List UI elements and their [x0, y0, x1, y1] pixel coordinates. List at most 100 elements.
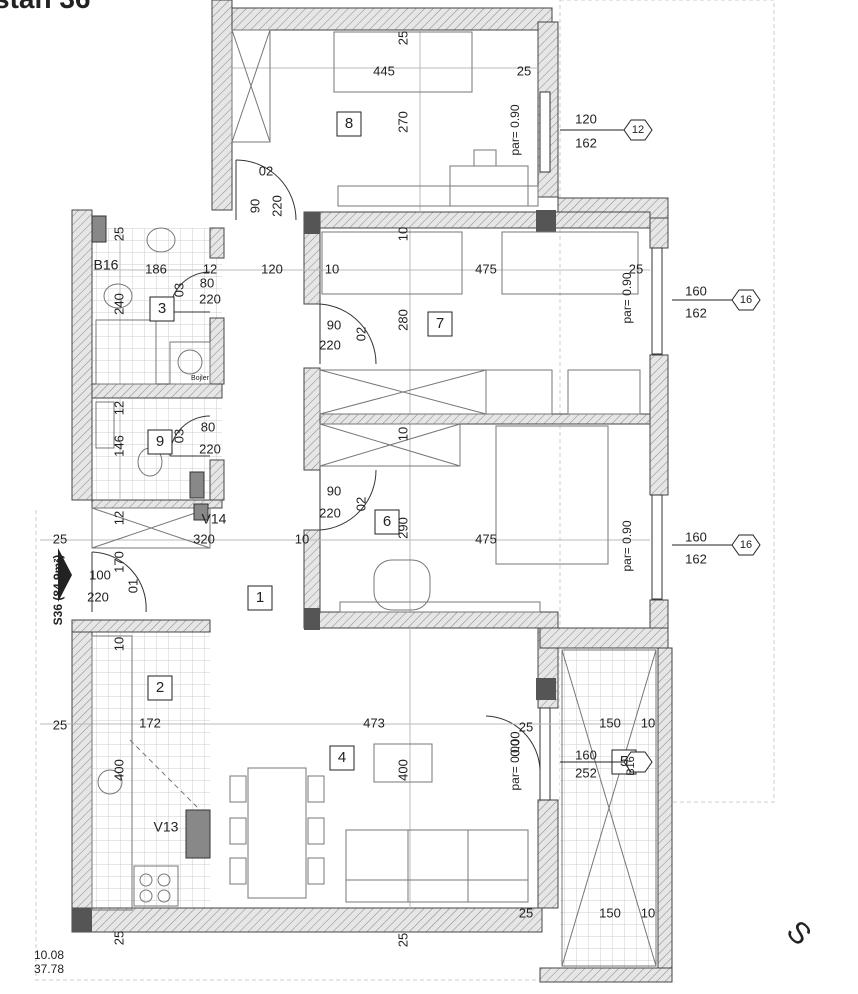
dimension-label: 80 — [200, 275, 214, 290]
dimension-label: 10 — [111, 637, 126, 651]
dimension-label: 100 — [89, 567, 111, 582]
window-parapet-label: par= 0.90 — [620, 520, 634, 571]
dimension-label: 475 — [475, 531, 497, 546]
level-mark: 37.78 — [34, 962, 64, 976]
dimension-label: 146 — [111, 435, 126, 457]
dimension-label: 473 — [363, 715, 385, 730]
window-tag: 12 — [632, 124, 644, 136]
fixture-label: B16 — [625, 756, 637, 776]
dimension-label: 445 — [373, 63, 395, 78]
dimension-label: 120 — [261, 261, 283, 276]
dimension-label: 0.00 — [507, 731, 522, 756]
dimension-label: 475 — [475, 261, 497, 276]
dimension-label: 290 — [395, 517, 410, 539]
dimension-label: 220 — [199, 441, 221, 456]
dimension-label: 240 — [111, 293, 126, 315]
doors — [91, 159, 541, 771]
apartment-label: S36 (84.9m²) — [51, 555, 65, 626]
dimension-label: 90 — [247, 199, 262, 213]
dimension-label: 10 — [325, 261, 339, 276]
dimension-label: 25 — [519, 905, 533, 920]
dimension-label: 02 — [353, 497, 368, 511]
room-number: 3 — [158, 300, 166, 317]
dimension-label: 10 — [395, 427, 410, 441]
dimension-label: 80 — [201, 419, 215, 434]
north-symbol: S — [780, 915, 817, 952]
dimension-label: 162 — [575, 135, 597, 150]
dimension-label: 25 — [395, 31, 410, 45]
window-tag: 16 — [740, 539, 752, 551]
dimension-label: 90 — [327, 483, 341, 498]
dimension-label: 252 — [575, 765, 597, 780]
fixture-label: B16 — [94, 257, 119, 273]
dimension-lines — [40, 30, 658, 908]
dimension-label: 280 — [395, 309, 410, 331]
dimension-label: 150 — [599, 715, 621, 730]
dimension-label: 160 — [685, 529, 707, 544]
fixture-label: V13 — [154, 819, 179, 835]
dimension-label: 10 — [295, 531, 309, 546]
dimension-label: 25 — [517, 63, 531, 78]
dimension-label: 400 — [395, 759, 410, 781]
dimension-label: 220 — [87, 589, 109, 604]
dimension-label: 10 — [395, 227, 410, 241]
window-tag-shapes — [623, 119, 761, 773]
dimension-label: 03 — [171, 429, 186, 443]
dimension-label: 25 — [519, 719, 533, 734]
dimension-label: 400 — [111, 759, 126, 781]
dimension-label: 02 — [259, 163, 273, 178]
dimension-label: 90 — [327, 317, 341, 332]
window-tag: 16 — [740, 294, 752, 306]
dimension-label: 160 — [575, 747, 597, 762]
room-number: 7 — [436, 315, 444, 332]
dimension-label: 220 — [319, 337, 341, 352]
room-number: 4 — [338, 749, 346, 766]
window-parapet-label: par= 0.00 — [508, 739, 522, 790]
window-parapet-label: par= 0.90 — [620, 272, 634, 323]
dimension-label: 10 — [641, 905, 655, 920]
dimension-label: 186 — [145, 261, 167, 276]
dimension-label: 10 — [641, 715, 655, 730]
dimension-label: 25 — [629, 261, 643, 276]
lot-outline — [35, 510, 540, 981]
dimension-label: 220 — [319, 505, 341, 520]
dimension-label: 25 — [111, 227, 126, 241]
furniture — [91, 29, 657, 967]
dimension-label: 12 — [111, 401, 126, 415]
room-number: 9 — [156, 433, 164, 450]
dimension-label: 220 — [269, 195, 284, 217]
room-number: 6 — [383, 513, 391, 530]
fixture-label: V14 — [202, 511, 227, 527]
dimension-label: 02 — [353, 327, 368, 341]
plan-title: stan 36 — [0, 0, 91, 14]
room-number: 1 — [256, 589, 264, 606]
walls — [71, 0, 673, 983]
dimension-label: 120 — [575, 111, 597, 126]
dimension-label: 160 — [685, 283, 707, 298]
dimension-label: 12 — [111, 511, 126, 525]
plan-labels: 12 3 4 5 6 7 8 9 12 16 16 par= 0.90 par= 0.90 par= 0.… — [34, 31, 817, 976]
dimension-label: 25 — [53, 531, 67, 546]
dimension-label: 25 — [111, 931, 126, 945]
dimension-label: 320 — [193, 531, 215, 546]
window-parapet-label: par= 0.90 — [508, 104, 522, 155]
level-mark: 10.08 — [34, 948, 64, 962]
room-number: 5 — [620, 753, 628, 770]
room-number: 8 — [345, 115, 353, 132]
dimension-label: 01 — [125, 579, 140, 593]
dimension-label: 03 — [171, 283, 186, 297]
dimension-label: 270 — [395, 111, 410, 133]
dimension-label: 162 — [685, 551, 707, 566]
windows — [539, 91, 663, 801]
dimension-label: 220 — [199, 291, 221, 306]
dimension-label: 162 — [685, 305, 707, 320]
dimension-label: 172 — [139, 715, 161, 730]
dimension-label: 25 — [53, 717, 67, 732]
dimension-label: 170 — [111, 551, 126, 573]
fixture-label: Bojler — [191, 375, 210, 382]
dimension-label: 150 — [599, 905, 621, 920]
dimension-label: 12 — [203, 261, 217, 276]
dimension-label: 25 — [395, 933, 410, 947]
kitchen-2-floor — [92, 628, 210, 908]
